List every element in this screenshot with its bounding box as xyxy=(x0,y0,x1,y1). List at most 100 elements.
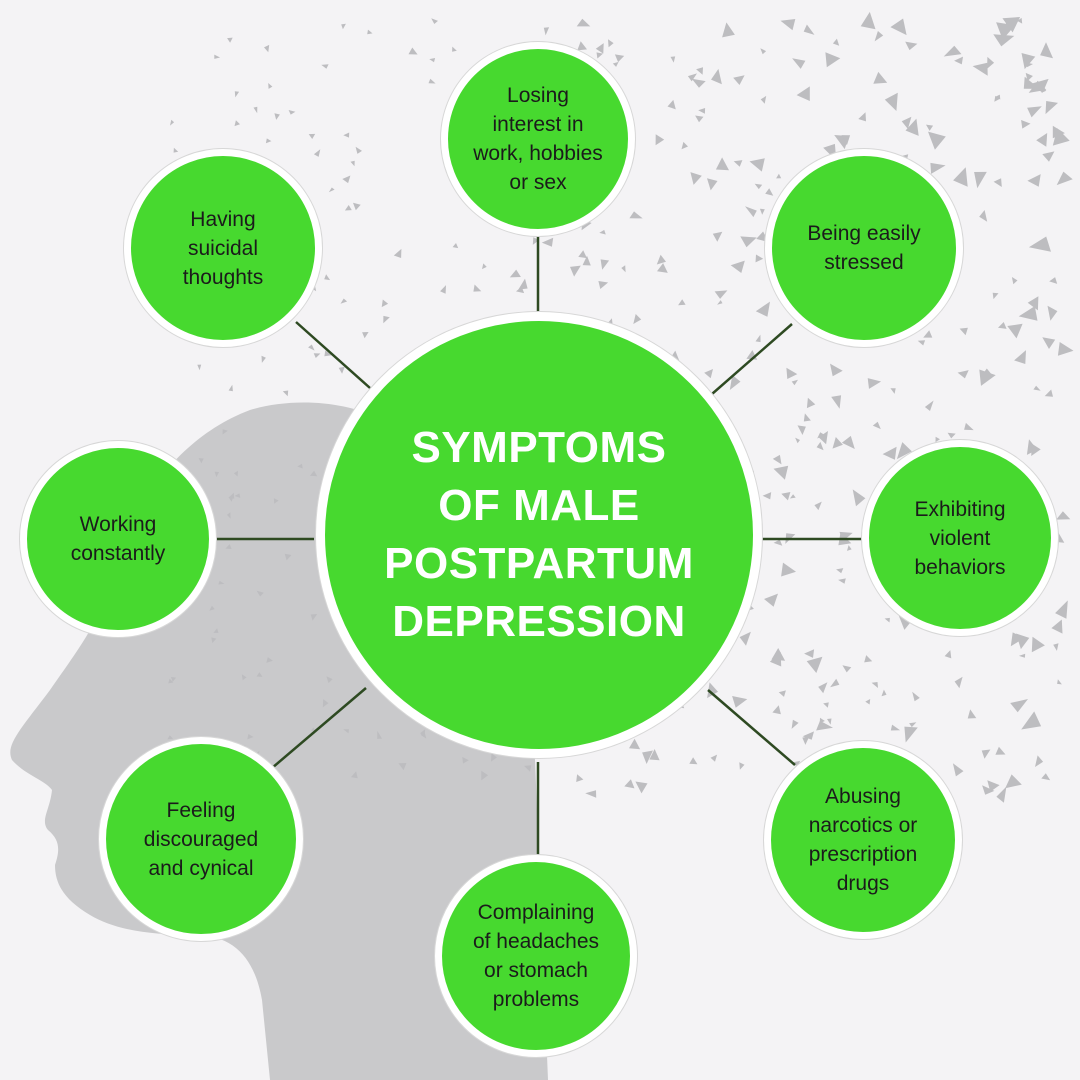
particle xyxy=(228,384,233,392)
particle xyxy=(313,149,321,157)
particle xyxy=(452,46,457,52)
particle xyxy=(689,757,698,765)
particle xyxy=(324,274,331,281)
particle xyxy=(923,330,933,338)
particle xyxy=(954,56,963,65)
particle xyxy=(321,64,329,69)
particle xyxy=(1044,389,1053,397)
particle xyxy=(234,120,240,127)
particle xyxy=(707,682,718,699)
particle xyxy=(912,691,920,702)
particle xyxy=(227,512,231,519)
particle xyxy=(1040,42,1053,59)
particle xyxy=(570,265,581,277)
particle xyxy=(890,388,896,394)
particle xyxy=(621,265,626,273)
particle xyxy=(170,119,175,126)
particle xyxy=(350,160,355,167)
particle xyxy=(642,750,653,764)
particle xyxy=(994,95,1000,102)
symptom-node-violent-behaviors: Exhibiting violent behaviors xyxy=(862,440,1058,636)
particle xyxy=(974,171,987,189)
particle xyxy=(717,300,723,305)
particle xyxy=(1057,679,1062,685)
particle xyxy=(830,678,840,688)
particle xyxy=(1053,643,1059,651)
particle xyxy=(803,413,811,422)
particle xyxy=(308,133,316,139)
particle xyxy=(781,562,796,577)
particle xyxy=(234,91,240,98)
particle xyxy=(765,188,774,196)
connector-line xyxy=(711,323,793,395)
particle xyxy=(1047,305,1058,321)
particle xyxy=(830,363,843,377)
particle xyxy=(964,422,974,431)
particle xyxy=(481,770,489,781)
particle xyxy=(711,68,722,85)
particle xyxy=(256,590,264,597)
particle xyxy=(214,54,221,59)
particle xyxy=(265,138,272,144)
particle xyxy=(872,421,881,430)
particle xyxy=(253,106,258,114)
particle xyxy=(310,614,318,621)
particle xyxy=(1021,120,1031,129)
particle xyxy=(532,237,540,245)
particle xyxy=(816,720,833,731)
particle xyxy=(690,172,702,185)
particle xyxy=(322,699,329,708)
particle xyxy=(273,498,279,504)
symptom-node-working-constantly: Working constantly xyxy=(20,441,216,637)
particle xyxy=(691,78,706,88)
particle xyxy=(979,210,988,222)
particle xyxy=(730,260,745,273)
symptom-label: Abusing narcotics or prescription drugs xyxy=(808,785,918,895)
particle xyxy=(884,92,898,111)
particle xyxy=(881,689,887,697)
particle xyxy=(343,132,350,138)
particle xyxy=(1028,80,1047,93)
particle xyxy=(353,202,361,211)
particle xyxy=(381,299,389,308)
particle xyxy=(1042,337,1056,349)
particle xyxy=(795,437,800,444)
particle xyxy=(842,665,852,673)
particle xyxy=(256,672,263,677)
particle xyxy=(1055,600,1068,619)
particle xyxy=(772,705,781,715)
particle xyxy=(867,378,882,389)
particle xyxy=(789,494,796,499)
particle xyxy=(678,299,686,306)
particle xyxy=(491,753,497,762)
particle xyxy=(778,690,786,697)
particle xyxy=(341,23,346,30)
particle xyxy=(993,34,1015,47)
particle xyxy=(1007,323,1023,339)
particle xyxy=(383,315,390,324)
particle xyxy=(209,605,215,611)
particle xyxy=(167,735,173,740)
particle xyxy=(1056,511,1071,520)
particle xyxy=(695,115,704,123)
particle xyxy=(633,314,642,324)
particle xyxy=(786,367,798,379)
particle xyxy=(957,370,969,379)
particle xyxy=(213,628,219,633)
particle xyxy=(541,237,554,247)
symptom-node-abusing-narcotics: Abusing narcotics or prescription drugs xyxy=(764,741,962,939)
particle xyxy=(168,678,174,684)
particle xyxy=(1023,76,1040,89)
particle xyxy=(802,731,814,740)
particle xyxy=(1014,350,1026,364)
particle xyxy=(342,175,351,184)
particle xyxy=(1031,443,1041,456)
particle xyxy=(612,61,619,67)
particle xyxy=(629,211,643,219)
symptom-label: Complaining of headaches or stomach prob… xyxy=(472,901,600,1011)
particle xyxy=(947,432,956,439)
particle xyxy=(739,762,745,770)
particle xyxy=(987,56,995,69)
particle xyxy=(288,110,296,115)
particle xyxy=(764,593,778,607)
